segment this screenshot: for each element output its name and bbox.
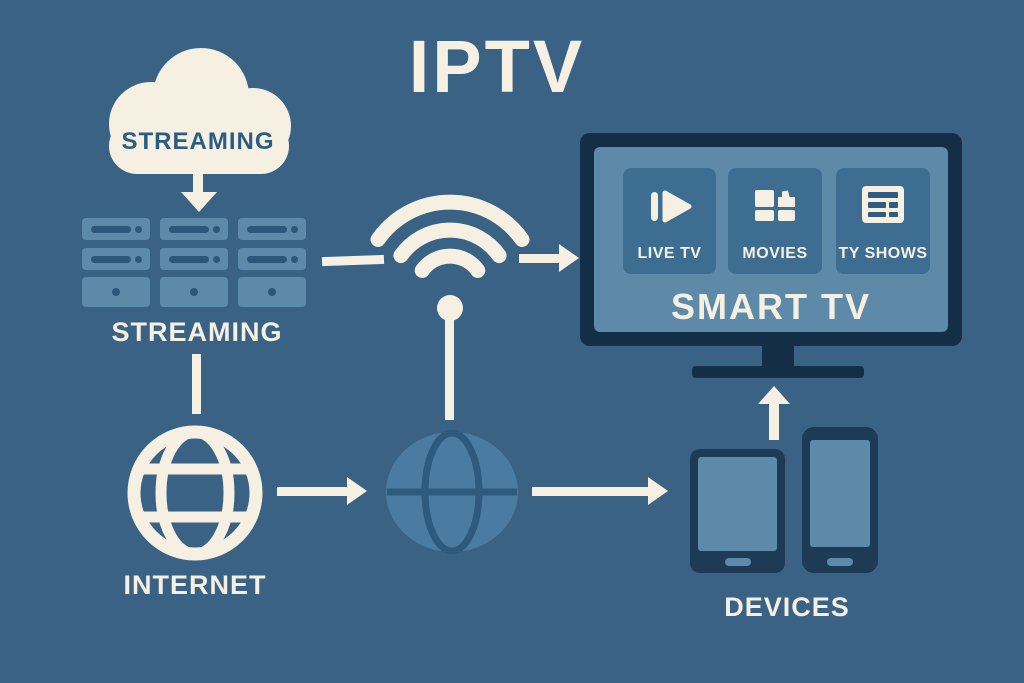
server-unit: [82, 277, 150, 307]
tv-stand-base: [692, 366, 864, 378]
cloud-icon: [109, 48, 291, 174]
smartphone-screen: [810, 440, 870, 547]
server-led: [112, 288, 120, 296]
server-unit: [160, 218, 228, 240]
arrow-head: [648, 477, 668, 505]
tv-shows-icon: [862, 186, 904, 223]
globe-filled-icon: [386, 430, 518, 554]
arrow-wifi-to-tv-icon: [519, 244, 581, 272]
internet-label: INTERNET: [123, 570, 267, 600]
arrow-head: [347, 477, 367, 505]
server-unit: [238, 248, 306, 270]
arrow-shaft: [769, 402, 779, 440]
server-led: [190, 288, 198, 296]
arrow-shaft: [532, 487, 650, 496]
server-unit: [160, 248, 228, 270]
server-led: [135, 255, 142, 263]
server-slot: [247, 225, 287, 233]
tile-live-tv: LIVE TV: [623, 168, 716, 274]
servers-streaming-label: STREAMING: [111, 317, 283, 347]
arrow-network-to-devices-icon: [532, 477, 670, 505]
arrow-internet-to-network-icon: [277, 477, 369, 505]
server-slot: [169, 255, 209, 263]
arrow-head: [181, 192, 217, 212]
tablet-home-button: [724, 558, 751, 566]
server-slot: [91, 255, 131, 263]
server-slot: [169, 225, 209, 233]
arrow-devices-to-tv-icon: [758, 386, 790, 442]
tile-live-tv-label: LIVE TV: [637, 245, 702, 262]
devices-label: DEVICES: [724, 592, 850, 622]
tile-movies: MOVIES: [728, 168, 822, 274]
page-title: IPTV: [408, 25, 586, 108]
server-unit: [82, 218, 150, 240]
wifi-icon: [370, 194, 530, 321]
arrow-head: [559, 244, 579, 272]
server-led: [213, 255, 220, 263]
server-led: [213, 225, 220, 233]
movies-icon: [755, 190, 795, 221]
arrow-shaft: [519, 254, 561, 263]
server-unit: [238, 218, 306, 240]
arrow-shaft: [277, 487, 349, 496]
smart-tv-label: SMART TV: [671, 286, 871, 327]
tile-tv-shows-label: TY SHOWS: [838, 245, 928, 262]
globe-outline-icon: [127, 425, 263, 561]
tablet-icon: [690, 449, 785, 573]
play-icon: [650, 190, 691, 223]
tv-stand-neck: [762, 344, 794, 368]
server-unit: [238, 277, 306, 307]
cloud-streaming-label: STREAMING: [121, 128, 275, 155]
server-unit: [160, 277, 228, 307]
server-led: [291, 225, 298, 233]
server-led: [291, 255, 298, 263]
server-slot: [247, 255, 287, 263]
server-unit: [82, 248, 150, 270]
connector-wifi-to-network: [445, 316, 454, 420]
server-led: [268, 288, 276, 296]
smartphone-icon: [802, 427, 878, 573]
tablet-screen: [698, 457, 777, 551]
tile-movies-label: MOVIES: [742, 245, 808, 262]
tile-tv-shows: TY SHOWS: [836, 168, 930, 274]
arrow-shaft: [193, 166, 203, 194]
smartphone-home-button: [827, 558, 853, 566]
connector-streaming-to-internet: [192, 354, 201, 414]
arrow-cloud-to-servers-icon: [181, 166, 217, 212]
server-slot: [91, 225, 131, 233]
arrow-head: [758, 386, 790, 404]
server-led: [135, 225, 142, 233]
